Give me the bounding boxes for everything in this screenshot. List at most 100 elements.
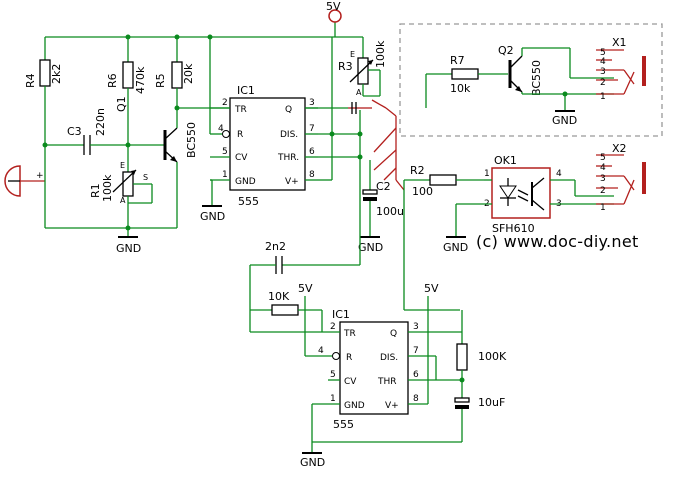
ic-top-num-thr: 6 xyxy=(309,147,315,157)
ic-top-pin-cv: CV xyxy=(235,153,248,163)
capacitor-c3: C3 220n xyxy=(45,108,165,155)
optional-output-stage: R7 10k Q2 BC550 GND X1 5 4 3 2 1 xyxy=(399,23,663,137)
capacitor-2n2: 2n2 xyxy=(249,240,300,332)
resistor-r6: R6 470k Q1 xyxy=(106,34,147,148)
x2-pin-1: 1 xyxy=(600,203,606,213)
ic-top-num-q: 3 xyxy=(309,98,315,108)
supply-label-bot-a: 5V xyxy=(298,282,313,295)
r4-value: 2k2 xyxy=(50,64,63,84)
r1-pin-s: S xyxy=(143,173,148,182)
ic-bottom-pin-tr: TR xyxy=(343,329,356,339)
x2-name: X2 xyxy=(612,142,627,155)
resistor-10k: 10K xyxy=(250,290,323,332)
ground-c2-label: GND xyxy=(358,241,383,254)
ic-bottom-num-vplus: 8 xyxy=(413,394,419,404)
r3-pin-e: E xyxy=(350,50,355,59)
signal-lines-red xyxy=(348,99,405,191)
r2-value: 100 xyxy=(412,185,433,198)
r1-value: 100k xyxy=(101,174,114,202)
x2-pin-3: 3 xyxy=(600,174,606,184)
r-100k-value: 100K xyxy=(478,350,507,363)
ic-top-num-vplus: 8 xyxy=(309,170,315,180)
ic-bottom-pin-dis: DIS. xyxy=(380,353,398,363)
jack-x2: X2 5 4 3 2 1 xyxy=(596,142,646,213)
trimmer-r3: R3 100k E A xyxy=(338,37,387,97)
ic-555-bottom: IC1 555 TR R CV GND Q DIS. THR V+ 5V GND… xyxy=(250,282,462,469)
resistor-r4: R4 2k2 xyxy=(24,37,63,228)
ic-bottom-num-gnd: 1 xyxy=(330,394,336,404)
ic-bottom-part: 555 xyxy=(333,418,354,431)
ic-bottom-pin-r: R xyxy=(346,353,352,363)
c2-name: C2 xyxy=(376,180,391,193)
ic-bottom-num-r: 4 xyxy=(318,346,324,356)
r1-name: R1 xyxy=(89,183,102,198)
ic-top-num-dis: 7 xyxy=(309,124,315,134)
x2-pin-2: 2 xyxy=(600,186,606,196)
ok1-name: OK1 xyxy=(494,154,517,167)
ic-top-pin-gnd: GND xyxy=(235,177,256,187)
c2-value: 100u xyxy=(376,205,404,218)
ic-top-pin-dis: DIS. xyxy=(280,130,298,140)
ground-ic-top-label: GND xyxy=(200,210,225,223)
q1-name: Q1 xyxy=(115,96,128,112)
x1-pin-5: 5 xyxy=(600,48,606,58)
watermark: (c) www.doc-diy.net xyxy=(476,232,639,251)
ic-bottom-num-cv: 5 xyxy=(330,370,336,380)
q2-name: Q2 xyxy=(498,44,514,57)
transistor-q1: R5 20k BC550 xyxy=(154,34,318,228)
ok1-value: SFH610 xyxy=(492,222,535,235)
x1-pin-1: 1 xyxy=(600,92,606,102)
ic-bottom-num-q: 3 xyxy=(413,322,419,332)
ic-top-pin-q: Q xyxy=(285,105,292,115)
ic-bottom-pin-vplus: V+ xyxy=(385,401,399,411)
capacitor-10uf: 10uF xyxy=(454,396,505,442)
c-10uf-value: 10uF xyxy=(478,396,505,409)
ground-ok1-label: GND xyxy=(443,241,468,254)
ic-top-pin-vplus: V+ xyxy=(285,177,299,187)
ic-bottom-num-thr: 6 xyxy=(413,370,419,380)
r6-value: 470k xyxy=(134,66,147,94)
ok1-pin-1: 1 xyxy=(484,169,490,179)
r3-pin-a: A xyxy=(356,88,362,97)
r1-pin-a: A xyxy=(120,196,126,205)
trimmer-r1: E S A R1 100k xyxy=(89,145,153,228)
q2-value: BC550 xyxy=(530,60,543,96)
microphone: + xyxy=(4,165,45,197)
supply-label-bot-b: 5V xyxy=(424,282,439,295)
ic-top-pin-thr: THR. xyxy=(277,153,299,163)
x1-pin-3: 3 xyxy=(600,67,606,77)
wiring-top-555: GND xyxy=(200,34,363,223)
ic-top-num-gnd: 1 xyxy=(222,170,228,180)
x1-pin-2: 2 xyxy=(600,78,606,88)
ic-top-pin-r: R xyxy=(237,130,243,140)
resistor-r2: R2 100 xyxy=(403,164,484,311)
ic-top-part: 555 xyxy=(238,195,259,208)
ground-q2-label: GND xyxy=(552,114,577,127)
ic-555-top: IC1 555 TR R CV GND Q DIS. THR. V+ 2 4 5… xyxy=(210,84,318,208)
optocoupler-ok1: OK1 SFH610 1 2 3 4 GND xyxy=(443,154,614,254)
r5-value: 20k xyxy=(182,63,195,84)
x2-pin-4: 4 xyxy=(600,163,606,173)
supply-label-top: 5V xyxy=(326,0,341,13)
r-10k-value: 10K xyxy=(268,290,290,303)
x1-name: X1 xyxy=(612,36,627,49)
ic-bottom-pin-gnd: GND xyxy=(344,401,365,411)
q1-value: BC550 xyxy=(185,122,198,158)
c-2n2-value: 2n2 xyxy=(265,240,286,253)
r7-name: R7 xyxy=(450,54,465,67)
ground-left-label: GND xyxy=(116,242,141,255)
r6-name: R6 xyxy=(106,73,119,88)
microphone-polarity: + xyxy=(36,171,44,181)
r3-value: 100k xyxy=(374,40,387,68)
ground-bottom-label: GND xyxy=(300,456,325,469)
ok1-pin-4: 4 xyxy=(556,169,562,179)
supply-rail-top: 5V xyxy=(45,0,363,38)
ground-left: GND xyxy=(45,225,177,255)
r3-name: R3 xyxy=(338,60,353,73)
ic-top-num-cv: 5 xyxy=(222,147,228,157)
ic-bottom-pin-thr: THR xyxy=(377,377,397,387)
c3-name: C3 xyxy=(67,125,82,138)
ic-top-num-r: 4 xyxy=(218,124,224,134)
x1-pin-4: 4 xyxy=(600,57,606,67)
capacitor-c2: GND C2 100u xyxy=(300,160,404,266)
